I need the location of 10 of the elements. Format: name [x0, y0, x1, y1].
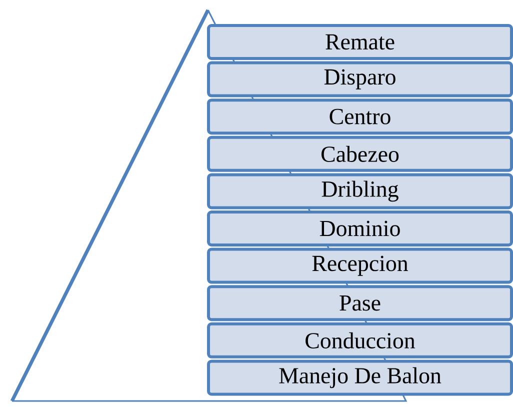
list-box: Dominio — [207, 210, 513, 246]
list-box: Recepcion — [207, 248, 513, 284]
list-box: Disparo — [207, 61, 513, 98]
list-box: Manejo De Balon — [207, 360, 513, 396]
list-box: Cabezeo — [207, 136, 513, 172]
list-box: Remate — [207, 24, 513, 60]
list-box: Centro — [207, 98, 513, 135]
list-box: Dribling — [207, 173, 513, 210]
list-box: Pase — [207, 285, 513, 322]
list-box: Conduccion — [207, 322, 513, 358]
